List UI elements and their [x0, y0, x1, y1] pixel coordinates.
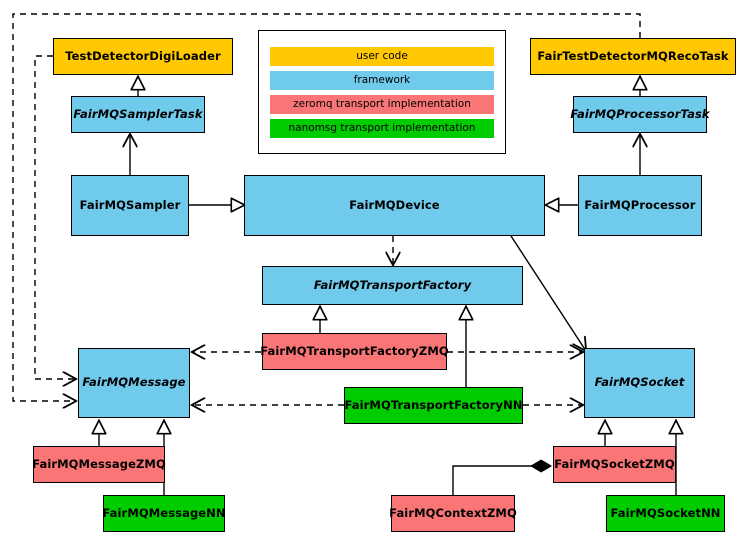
class-label-fairmqmessagezmq: FairMQMessageZMQ	[32, 456, 166, 471]
class-label-fairmqsocketzmq: FairMQSocketZMQ	[554, 456, 675, 471]
class-label-fairmqdevice: FairMQDevice	[349, 197, 440, 212]
class-label-fairmqprocessortask: FairMQProcessorTask	[570, 106, 710, 121]
legend-item-framework: framework	[270, 70, 494, 90]
edge-contextzmq-to-socketzmq	[452, 466, 551, 495]
legend-item-nanomsg: nanomsg transport implementation	[270, 118, 494, 138]
legend-label-zeromq: zeromq transport implementation	[293, 98, 471, 110]
legend-item-user-code: user code	[270, 46, 494, 66]
class-node-fairmqtransportfactorynn[interactable]: FairMQTransportFactoryNN	[344, 387, 523, 424]
class-label-fairmqsocketnn: FairMQSocketNN	[610, 505, 721, 520]
class-node-fairmqtransportfactoryzmq[interactable]: FairMQTransportFactoryZMQ	[260, 333, 449, 370]
legend-label-user-code: user code	[356, 50, 408, 62]
class-label-fairmqmessage: FairMQMessage	[82, 375, 186, 390]
legend-label-nanomsg: nanomsg transport implementation	[288, 122, 476, 134]
legend-label-framework: framework	[353, 74, 411, 86]
class-label-fairmqsamplertask: FairMQSamplerTask	[73, 106, 203, 121]
class-label-testdetectordigiloader: TestDetectorDigiLoader	[65, 48, 221, 63]
legend: user code framework zeromq transport imp…	[258, 30, 506, 154]
class-node-fairmqsampler[interactable]: FairMQSampler	[71, 175, 189, 236]
class-node-fairmqcontextzmq[interactable]: FairMQContextZMQ	[389, 495, 517, 532]
legend-item-zeromq: zeromq transport implementation	[270, 94, 494, 114]
edge-digiloader-to-message	[34, 55, 76, 379]
class-label-fairtestdetectormqrecotask: FairTestDetectorMQRecoTask	[537, 48, 729, 63]
class-node-fairmqtransportfactory[interactable]: FairMQTransportFactory	[262, 266, 523, 305]
class-label-fairmqsocket: FairMQSocket	[594, 375, 685, 390]
class-label-fairmqtransportfactory: FairMQTransportFactory	[313, 277, 472, 292]
class-label-fairmqmessagenn: FairMQMessageNN	[102, 505, 226, 520]
class-label-fairmqtransportfactoryzmq: FairMQTransportFactoryZMQ	[260, 343, 449, 358]
class-node-fairmqsocket[interactable]: FairMQSocket	[584, 348, 695, 418]
class-node-fairmqdevice[interactable]: FairMQDevice	[244, 175, 545, 236]
class-node-fairmqsamplertask[interactable]: FairMQSamplerTask	[71, 96, 205, 133]
class-node-fairmqmessagenn[interactable]: FairMQMessageNN	[102, 495, 226, 532]
class-node-fairmqprocessor[interactable]: FairMQProcessor	[578, 175, 702, 236]
class-node-testdetectordigiloader[interactable]: TestDetectorDigiLoader	[53, 38, 233, 75]
class-node-fairmqsocketzmq[interactable]: FairMQSocketZMQ	[553, 446, 676, 483]
class-label-fairmqsampler: FairMQSampler	[79, 197, 181, 212]
class-node-fairmqprocessortask[interactable]: FairMQProcessorTask	[570, 96, 710, 133]
class-node-fairmqsocketnn[interactable]: FairMQSocketNN	[606, 495, 725, 532]
class-node-fairmqmessage[interactable]: FairMQMessage	[78, 348, 190, 418]
class-node-fairtestdetectormqrecotask[interactable]: FairTestDetectorMQRecoTask	[530, 38, 736, 75]
class-label-fairmqprocessor: FairMQProcessor	[584, 197, 696, 212]
class-node-fairmqmessagezmq[interactable]: FairMQMessageZMQ	[32, 446, 166, 483]
class-label-fairmqcontextzmq: FairMQContextZMQ	[389, 505, 517, 520]
class-label-fairmqtransportfactorynn: FairMQTransportFactoryNN	[344, 397, 523, 412]
